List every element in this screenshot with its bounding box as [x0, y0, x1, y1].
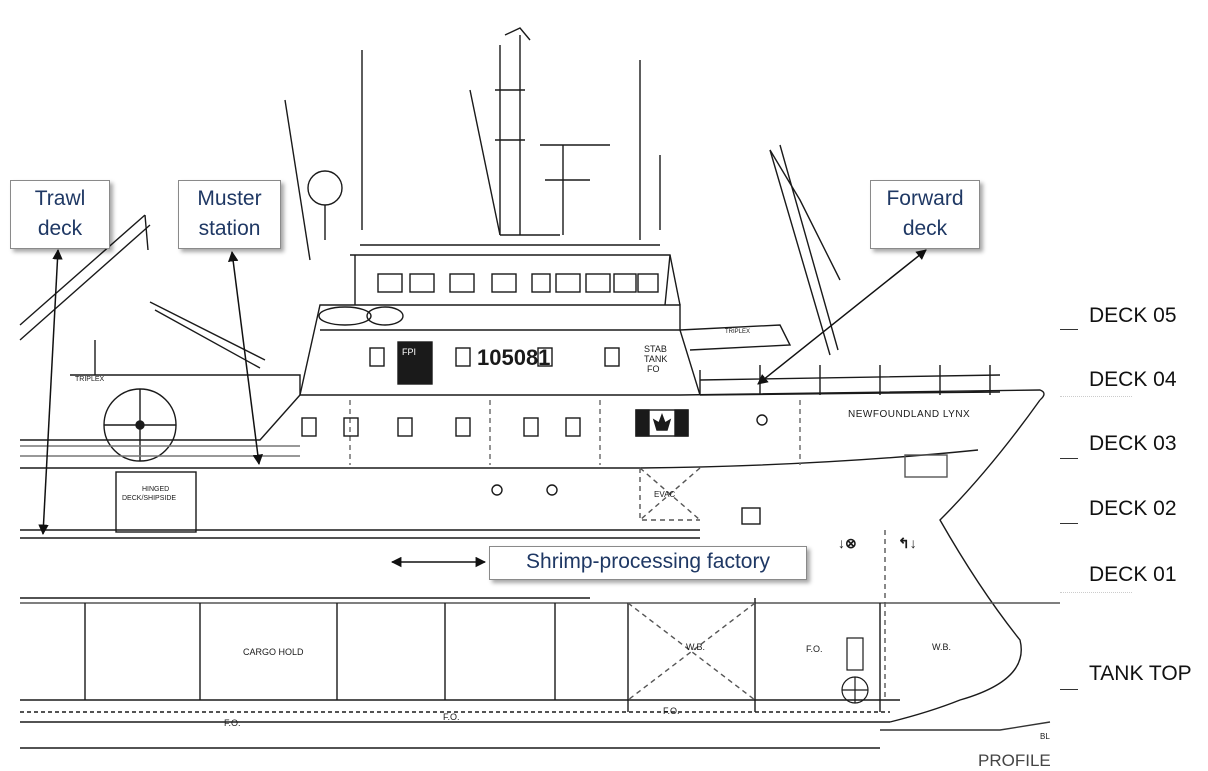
- forward-deck-line1: Forward: [886, 187, 964, 210]
- tank-top-label: TANK TOP: [1089, 662, 1192, 685]
- wb-label-1: W.B.: [686, 642, 705, 652]
- deck01-tick: [1060, 592, 1132, 593]
- trawl-deck-arrow: [38, 248, 63, 536]
- muster-station-line1: Muster: [197, 187, 262, 210]
- trawl-deck-callout: Trawl deck: [10, 180, 110, 249]
- deck04-tick: [1060, 396, 1132, 397]
- muster-station-callout: Muster station: [178, 180, 281, 249]
- masts-and-cranes: [19, 27, 1001, 457]
- tank-top-tick: [1060, 689, 1078, 690]
- hull: [20, 388, 1060, 749]
- baseline-label: BL: [1040, 732, 1050, 741]
- deck-01-label: DECK 01: [1089, 563, 1177, 586]
- svg-text:↰↓: ↰↓: [898, 535, 917, 551]
- deck-05-label: DECK 05: [1089, 304, 1177, 327]
- deck-03-label: DECK 03: [1089, 432, 1177, 455]
- svg-text:↓⊗: ↓⊗: [838, 535, 857, 551]
- fo-label-1: F.O.: [806, 644, 823, 654]
- stab-tank-line3: FO: [647, 364, 660, 374]
- wb-label-2: W.B.: [932, 642, 951, 652]
- ship-name: NEWFOUNDLAND LYNX: [848, 409, 970, 420]
- profile-label: PROFILE: [978, 751, 1051, 770]
- stab-tank-line1: STAB: [644, 344, 667, 354]
- drawing-labels: 105081 FPI NEWFOUNDLAND LYNX STAB TANK F…: [75, 329, 1051, 770]
- trawl-deck-line2: deck: [37, 217, 83, 240]
- crane-brand-forward: TRIPLEX: [725, 329, 750, 335]
- bow-thruster-symbol: [841, 637, 869, 704]
- superstructure: [299, 244, 801, 465]
- hinged-line2: DECK/SHIPSIDE: [122, 495, 176, 502]
- fo-label-3: F.O.: [443, 712, 460, 722]
- deck05-tick: [1060, 329, 1078, 330]
- deck02-tick: [1060, 523, 1078, 524]
- fo-label-2: F.O.: [224, 718, 241, 728]
- deck-symbols: ↓⊗ ↰↓: [838, 535, 917, 551]
- deck-02-label: DECK 02: [1089, 497, 1177, 520]
- company-mark: FPI: [402, 347, 416, 357]
- trawl-deck-line1: Trawl: [34, 187, 86, 210]
- fo-label-4: F.O.: [663, 706, 680, 716]
- forward-deck-callout: Forward deck: [870, 180, 980, 249]
- forward-deck-arrow: [757, 249, 927, 385]
- muster-station-arrow: [227, 250, 264, 466]
- callout-arrows: [38, 248, 927, 568]
- factory-label: Shrimp-processing factory: [526, 550, 770, 573]
- factory-callout: Shrimp-processing factory: [489, 546, 807, 580]
- crane-brand-stern: TRIPLEX: [75, 376, 105, 383]
- hinged-line1: HINGED: [142, 486, 169, 493]
- muster-station-line2: station: [198, 217, 261, 240]
- stab-tank-line2: TANK: [644, 354, 667, 364]
- cargo-hold-label: CARGO HOLD: [243, 647, 304, 657]
- hull-number: 105081: [477, 345, 550, 370]
- deck03-tick: [1060, 458, 1078, 459]
- evac-label: EVAC: [654, 490, 675, 499]
- forward-deck-line2: deck: [902, 217, 948, 240]
- deck-04-label: DECK 04: [1089, 368, 1177, 391]
